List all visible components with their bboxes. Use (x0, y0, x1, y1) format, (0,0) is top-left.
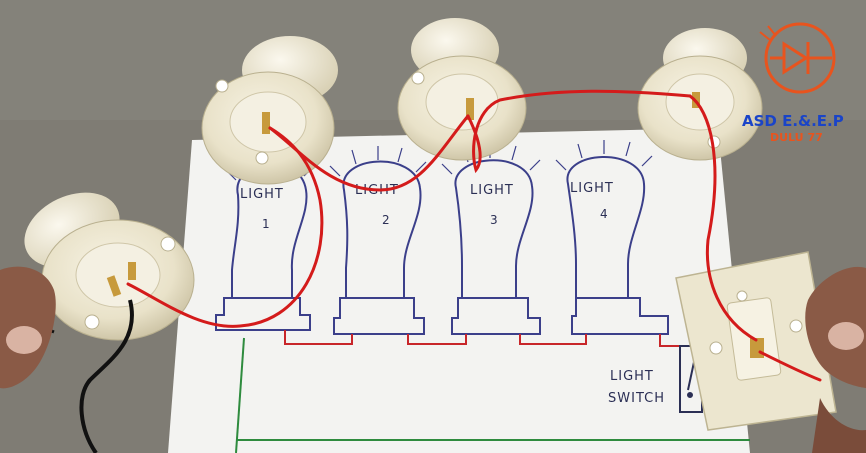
bulb-1-number: 1 (262, 217, 270, 231)
right-hand (805, 266, 866, 453)
diode-circle-icon (764, 22, 836, 94)
switch-label-line2: SWITCH (608, 391, 665, 406)
bulb-3-number: 3 (490, 213, 498, 227)
bulb-3-label: LIGHT (470, 183, 514, 198)
logo-text-line1: ASD E.&.E.P (742, 112, 844, 130)
green-line (235, 337, 245, 453)
bulb-holder-1 (24, 192, 195, 341)
bulb-holder-3 (397, 18, 527, 161)
logo-text-line2: DULU 77 (770, 131, 823, 144)
bulb-1-label: LIGHT (240, 187, 284, 202)
diode-triangle-icon (782, 41, 809, 75)
left-hand (0, 266, 56, 389)
drawn-red-link-2 (407, 334, 467, 345)
bulb-4-number: 4 (600, 207, 608, 221)
watermark-logo: ASD E.&.E.P DULU 77 (742, 22, 844, 144)
drawn-red-link-3 (519, 334, 587, 345)
drawn-bulb-4 (555, 140, 669, 335)
red-wires (126, 89, 822, 382)
bulb-2-number: 2 (382, 213, 390, 227)
black-wire (79, 299, 134, 453)
paper-sheet (168, 128, 750, 453)
bulb-holder-4 (637, 28, 763, 161)
switch-label-line1: LIGHT (610, 369, 654, 384)
drawn-red-link-1 (284, 330, 353, 345)
drawn-bulb-2 (329, 146, 427, 335)
bulb-4-label: LIGHT (570, 181, 614, 196)
